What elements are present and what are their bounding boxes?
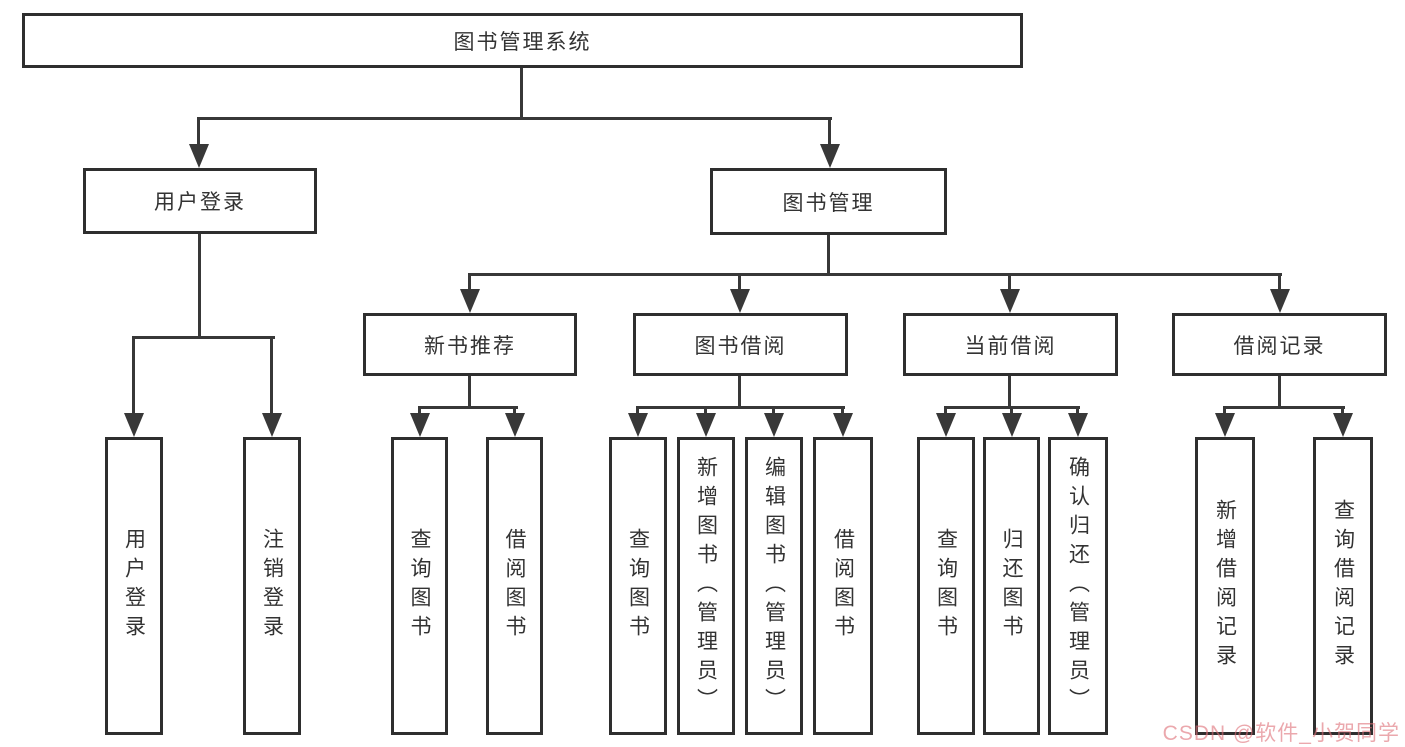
arrowhead-current-borrow	[1000, 289, 1020, 313]
leaf-query-borrow-record: 查询借阅记录	[1313, 437, 1373, 735]
arrowhead-book-mgmt	[820, 144, 840, 168]
connector-rec-stub	[468, 376, 471, 408]
node-book-mgmt: 图书管理	[710, 168, 947, 235]
leaf-add-borrow-record: 新增借阅记录	[1195, 437, 1255, 735]
leaf-logout: 注销登录	[243, 437, 301, 735]
arrowhead-leaf1	[262, 413, 282, 437]
node-borrow-records-label: 借阅记录	[1233, 334, 1326, 358]
connector-leaf12-shaft	[1341, 406, 1344, 417]
arrowhead-leaf10	[1068, 413, 1088, 437]
connector-leaf6-shaft	[772, 406, 775, 417]
leaf-borrow-books: 借阅图书	[813, 437, 873, 735]
leaf-add-book-admin: 新增图书（管理员）	[677, 437, 735, 735]
connector-leaf4-shaft	[636, 406, 639, 417]
arrowhead-leaf12	[1333, 413, 1353, 437]
connector-borrow-stub	[738, 376, 741, 408]
leaf-user-login: 用户登录	[105, 437, 163, 735]
arrowhead-leaf5	[696, 413, 716, 437]
connector-records-rail	[1223, 406, 1345, 409]
leaf-borrow-books-rec-label: 借阅图书	[503, 528, 526, 644]
node-new-book-rec-label: 新书推荐	[424, 334, 516, 358]
connector-borrow-shaft	[738, 273, 741, 293]
arrowhead-leaf11	[1215, 413, 1235, 437]
node-book-mgmt-label: 图书管理	[782, 191, 875, 215]
connector-leaf0-shaft	[132, 336, 135, 416]
node-new-book-rec: 新书推荐	[363, 313, 577, 376]
connector-root-stub	[520, 68, 523, 117]
leaf-return-book: 归还图书	[983, 437, 1040, 735]
csdn-watermark: CSDN @软件_小贺同学	[1162, 722, 1400, 745]
connector-leaf10-shaft	[1076, 406, 1079, 417]
node-book-borrow-label: 图书借阅	[694, 334, 787, 358]
leaf-query-books-rec: 查询图书	[391, 437, 448, 735]
leaf-query-books-borrow: 查询图书	[609, 437, 667, 735]
connector-leaf5-shaft	[704, 406, 707, 417]
leaf-borrow-books-label: 借阅图书	[831, 528, 855, 644]
leaf-add-borrow-record-label: 新增借阅记录	[1213, 499, 1237, 673]
leaf-confirm-return-admin-label: 确认归还（管理员）	[1066, 455, 1090, 717]
leaf-logout-label: 注销登录	[260, 528, 284, 644]
leaf-return-book-label: 归还图书	[1000, 528, 1023, 644]
connector-records-shaft	[1278, 273, 1281, 293]
leaf-add-book-admin-label: 新增图书（管理员）	[694, 455, 718, 717]
node-user-login: 用户登录	[83, 168, 317, 234]
connector-login-stub	[198, 234, 201, 339]
connector-login-rail	[133, 336, 275, 339]
leaf-confirm-return-admin: 确认归还（管理员）	[1048, 437, 1108, 735]
arrowhead-book-borrow	[730, 289, 750, 313]
arrowhead-leaf7	[833, 413, 853, 437]
leaf-edit-book-admin-label: 编辑图书（管理员）	[762, 455, 786, 717]
arrowhead-leaf8	[936, 413, 956, 437]
arrowhead-borrow-records	[1270, 289, 1290, 313]
node-root: 图书管理系统	[22, 13, 1023, 68]
leaf-query-books-borrow-label: 查询图书	[626, 528, 650, 644]
arrowhead-leaf9	[1002, 413, 1022, 437]
arrowhead-leaf3	[505, 413, 525, 437]
node-current-borrow-label: 当前借阅	[964, 334, 1057, 358]
node-current-borrow: 当前借阅	[903, 313, 1118, 376]
node-borrow-records: 借阅记录	[1172, 313, 1387, 376]
connector-current-stub	[1008, 376, 1011, 408]
connector-level3-rail	[468, 273, 1282, 276]
connector-book-mgmt-shaft	[828, 117, 831, 146]
connector-leaf1-shaft	[270, 336, 273, 416]
arrowhead-user-login	[189, 144, 209, 168]
connector-rec-shaft	[468, 273, 471, 293]
connector-leaf3-shaft	[513, 406, 516, 417]
connector-leaf11-shaft	[1223, 406, 1226, 417]
arrowhead-leaf0	[124, 413, 144, 437]
connector-leaf7-shaft	[841, 406, 844, 417]
connector-leaf2-shaft	[418, 406, 421, 417]
leaf-borrow-books-rec: 借阅图书	[486, 437, 543, 735]
connector-leaf8-shaft	[944, 406, 947, 417]
connector-current-shaft	[1008, 273, 1011, 293]
arrowhead-leaf2	[410, 413, 430, 437]
leaf-query-books-current: 查询图书	[917, 437, 975, 735]
connector-leaf9-shaft	[1010, 406, 1013, 417]
arrowhead-leaf6	[764, 413, 784, 437]
node-user-login-label: 用户登录	[154, 191, 246, 214]
arrowhead-new-book-rec	[460, 289, 480, 313]
node-root-label: 图书管理系统	[453, 30, 592, 54]
leaf-query-books-rec-label: 查询图书	[408, 528, 431, 644]
connector-records-stub	[1278, 376, 1281, 408]
connector-mgmt-stub	[827, 235, 830, 276]
node-book-borrow: 图书借阅	[633, 313, 848, 376]
connector-borrow-rail	[636, 406, 845, 409]
connector-user-login-shaft	[197, 117, 200, 146]
leaf-query-books-current-label: 查询图书	[934, 528, 958, 644]
connector-level2-rail	[197, 117, 832, 120]
leaf-query-borrow-record-label: 查询借阅记录	[1331, 499, 1355, 673]
leaf-edit-book-admin: 编辑图书（管理员）	[745, 437, 803, 735]
arrowhead-leaf4	[628, 413, 648, 437]
leaf-user-login-label: 用户登录	[122, 528, 146, 644]
connector-rec-rail	[418, 406, 518, 409]
